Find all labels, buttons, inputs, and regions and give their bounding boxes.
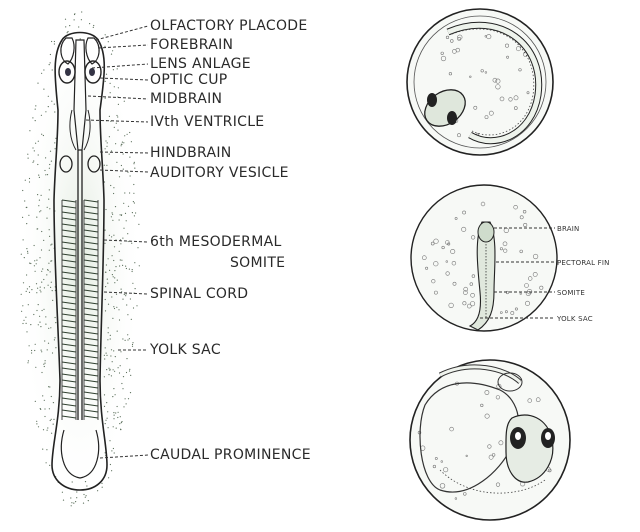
auditory-vesicle-right — [87, 155, 101, 173]
egg-bottom-eye-right-highlight — [545, 432, 551, 440]
label-mesodermal-somite-line2: SOMITE — [230, 255, 285, 271]
label-spinal-cord: SPINAL CORD — [150, 286, 248, 302]
label-somite: SOMITE — [557, 289, 585, 297]
olfactory-lobe-left — [60, 37, 75, 65]
label-pectoral-fin: PECTORAL FIN — [557, 259, 610, 267]
label-ivth-ventricle: IVth VENTRICLE — [150, 114, 264, 130]
ventricle-lines — [69, 109, 91, 151]
olfactory-lobe-right — [85, 37, 100, 65]
label-mesodermal-somite-line1: 6th MESODERMAL — [150, 234, 282, 250]
label-brain: BRAIN — [557, 225, 579, 233]
egg-top-larva-somites — [451, 28, 535, 136]
embryo-label-group: OLFACTORY PLACODE FOREBRAIN LENS ANLAGE … — [149, 18, 311, 463]
label-lens-anlage: LENS ANLAGE — [150, 56, 251, 72]
auditory-vesicle-left — [59, 155, 73, 173]
label-forebrain: FOREBRAIN — [150, 37, 233, 53]
somite-columns — [61, 199, 99, 420]
stipple-halo — [18, 10, 142, 510]
lens-left — [65, 68, 71, 76]
egg-top — [406, 8, 554, 156]
label-caudal-prominence: CAUDAL PROMINENCE — [150, 447, 311, 463]
spinal-cord-lines — [77, 150, 83, 420]
stipple-dots — [20, 11, 140, 507]
caudal-prominence-shape — [60, 429, 100, 479]
label-hindbrain: HINDBRAIN — [150, 145, 232, 161]
label-midbrain: MIDBRAIN — [150, 91, 222, 107]
embryo-body — [51, 31, 108, 491]
label-yolk-sac: YOLK SAC — [149, 342, 221, 358]
egg-middle: BRAIN PECTORAL FIN SOMITE YOLK SAC — [410, 184, 610, 332]
egg-middle-embryo — [468, 221, 496, 331]
egg-top-eye-right — [447, 111, 457, 125]
label-optic-cup: OPTIC CUP — [150, 72, 228, 88]
lens-right — [89, 68, 95, 76]
egg-middle-oil-droplets — [421, 201, 544, 315]
egg-middle-brain — [477, 221, 495, 243]
label-olfactory-placode: OLFACTORY PLACODE — [150, 18, 308, 34]
egg-bottom-fin — [497, 372, 523, 392]
egg-top-eye-left — [427, 93, 437, 107]
egg-bottom-body-somites — [439, 469, 546, 494]
label-yolk-sac-small: YOLK SAC — [556, 315, 593, 323]
embryo-outline — [51, 31, 108, 491]
egg-top-membrane — [406, 8, 554, 156]
egg-top-larva-body-fill — [447, 22, 542, 144]
label-auditory-vesicle: AUDITORY VESICLE — [150, 165, 289, 181]
egg-bottom — [409, 359, 571, 521]
egg-bottom-tail-fill — [439, 365, 522, 384]
egg-top-inner — [413, 15, 547, 149]
embryo-leaders — [85, 25, 149, 459]
egg-bottom-eye-left-highlight — [515, 432, 521, 440]
